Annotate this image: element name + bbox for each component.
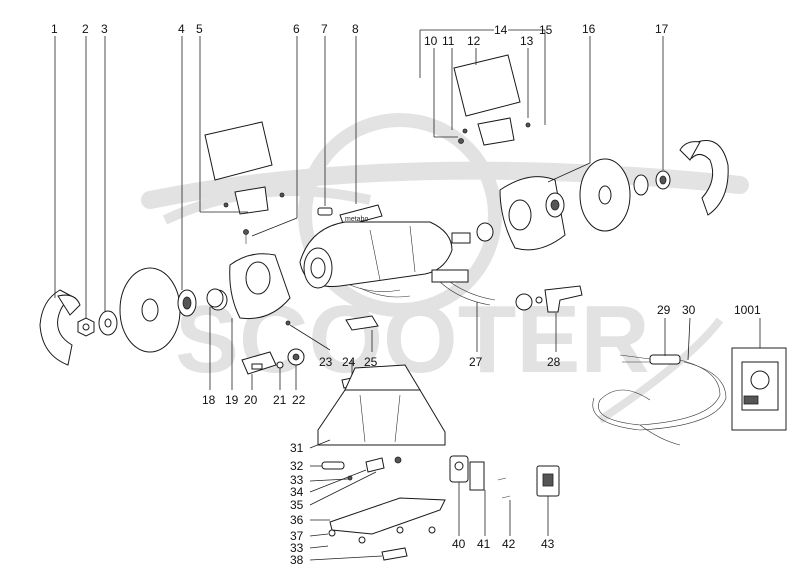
label-part-10: 10 (424, 34, 438, 48)
part-7-clip (317, 36, 333, 216)
label-part-43: 43 (541, 537, 555, 551)
part-16-housing-cover-right (476, 36, 591, 251)
wheel-guard-right (679, 140, 729, 216)
part-25-plate (345, 315, 379, 352)
label-part-3: 3 (101, 22, 108, 36)
part-17-nut (655, 36, 671, 190)
part-27-terminal-block (431, 269, 496, 352)
housing-cover-left (208, 253, 291, 320)
label-part-34: 34 (290, 485, 304, 499)
label-part-33: 33 (290, 473, 304, 487)
label-part-33b: 33 (290, 541, 304, 555)
part-28-switch (515, 285, 583, 352)
grinding-wheel-right (579, 158, 649, 232)
label-part-41: 41 (477, 537, 491, 551)
part-43-switch (536, 465, 560, 536)
label-part-22: 22 (292, 393, 306, 407)
logo-text: metabo (345, 216, 368, 223)
label-part-21: 21 (273, 393, 287, 407)
label-part-36: 36 (290, 513, 304, 527)
part-18-bushing (206, 288, 224, 390)
part-30-power-cable (592, 317, 727, 446)
part-34-clamp (309, 456, 402, 506)
label-part-4: 4 (178, 22, 185, 36)
label-part-18: 18 (202, 393, 216, 407)
grinding-wheel-left (119, 267, 181, 353)
label-part-11: 11 (442, 34, 455, 48)
label-part-35: 35 (290, 498, 304, 512)
part-31-base (309, 364, 446, 449)
part-3-flange (98, 36, 118, 336)
part-12-eye-shield-right (419, 29, 546, 146)
label-part-32: 32 (290, 459, 304, 473)
label-part-29: 29 (657, 303, 671, 317)
label-part-13: 13 (520, 34, 534, 48)
label-part-37: 37 (290, 529, 304, 543)
label-part-25: 25 (364, 355, 378, 369)
part-36-bottom-plate (310, 497, 446, 535)
part-labels: 1 2 3 4 5 6 7 8 10 11 12 13 14 15 16 17 … (51, 22, 761, 567)
label-part-31: 31 (290, 441, 304, 455)
part-32-foot (310, 461, 345, 470)
label-part-42: 42 (502, 537, 516, 551)
label-part-14: 14 (494, 23, 508, 37)
part-4-flange (177, 36, 197, 317)
label-part-6: 6 (293, 22, 300, 36)
part-37-feet (309, 526, 436, 549)
label-part-27: 27 (469, 355, 483, 369)
part-33-screw (309, 475, 353, 482)
label-part-15: 15 (539, 23, 553, 37)
label-part-17: 17 (655, 22, 669, 36)
part-1-wheel-guard (39, 36, 81, 366)
label-part-30: 30 (682, 303, 696, 317)
label-part-40: 40 (452, 537, 466, 551)
part-1001-capacitor (731, 318, 787, 431)
part-23-screws (285, 320, 331, 351)
label-part-28: 28 (547, 355, 561, 369)
label-part-5: 5 (196, 22, 203, 36)
watermark: SCOOTER (141, 113, 749, 424)
label-part-12: 12 (467, 34, 481, 48)
label-part-23: 23 (319, 355, 333, 369)
part-2-nut (77, 36, 95, 337)
label-part-38: 38 (290, 553, 304, 567)
label-part-7: 7 (321, 22, 328, 36)
part-5-eye-shield (199, 36, 285, 215)
label-part-20: 20 (244, 393, 258, 407)
part-22-knob (276, 348, 305, 390)
label-part-8: 8 (352, 22, 359, 36)
label-part-1: 1 (51, 22, 58, 36)
motor-body (299, 221, 471, 298)
part-41-switch-plate (469, 461, 486, 536)
part-40-switch-cover (449, 455, 469, 536)
part-42-screws (497, 477, 511, 536)
part-6-screw (243, 36, 298, 244)
part-20-tool-rest (231, 318, 277, 390)
label-part-2: 2 (82, 22, 89, 36)
label-part-1001: 1001 (734, 303, 761, 317)
part-38-label (309, 547, 408, 561)
label-part-24: 24 (342, 355, 356, 369)
label-part-19: 19 (225, 393, 239, 407)
label-part-16: 16 (582, 22, 596, 36)
